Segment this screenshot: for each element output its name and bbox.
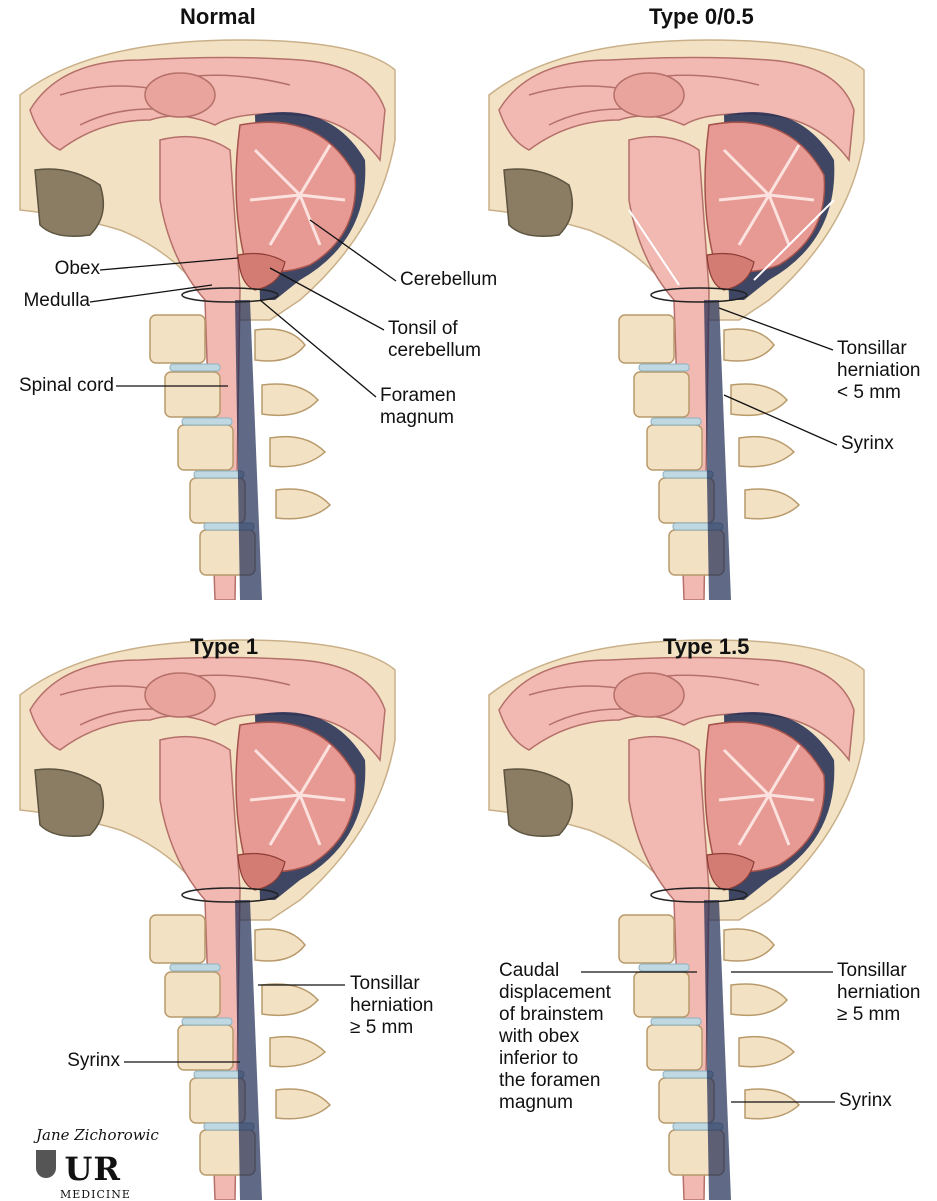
panel-type-1: Type 1 Tonsillar herniation ≥ 5 mm Syrin… <box>0 600 468 1200</box>
label-herniation-ge5: Tonsillar herniation ≥ 5 mm <box>837 960 921 1025</box>
label-syrinx: Syrinx <box>841 433 894 454</box>
panel-type-0-05: Type 0/0.5 Tonsillar herniation < 5 mm S… <box>469 0 937 600</box>
panel-type-1-5: Type 1.5 Caudal displacement of brainste… <box>469 600 937 1200</box>
sagittal-anatomy-illustration <box>488 39 865 600</box>
ur-medicine-crest-icon <box>36 1150 56 1178</box>
label-herniation-lt5: Tonsillar herniation < 5 mm <box>837 338 921 403</box>
label-obex: Obex <box>54 258 100 279</box>
label-tonsil: Tonsil of cerebellum <box>388 318 481 361</box>
artist-signature: Jane Zichorowic <box>36 1126 159 1144</box>
label-caudal-displacement: Caudal displacement of brainstem with ob… <box>499 960 611 1113</box>
sagittal-anatomy-illustration <box>488 639 865 1200</box>
ur-medicine-logo: UR MEDICINE <box>36 1150 131 1201</box>
label-medulla: Medulla <box>23 290 90 311</box>
label-syrinx: Syrinx <box>67 1050 120 1071</box>
panel-title-normal: Normal <box>180 4 256 29</box>
panel-title-type05: Type 0/0.5 <box>649 4 754 29</box>
panel-normal: Normal Obex Medulla Spinal cord Cerebell… <box>0 0 497 600</box>
label-syrinx: Syrinx <box>839 1090 892 1111</box>
panel-title-type15: Type 1.5 <box>663 634 750 659</box>
logo-letters: UR <box>64 1150 121 1188</box>
logo-subtitle: MEDICINE <box>60 1188 131 1201</box>
sagittal-anatomy-illustration <box>19 639 396 1200</box>
label-cerebellum: Cerebellum <box>400 269 498 290</box>
panel-title-type1: Type 1 <box>190 634 259 659</box>
label-foramen: Foramen magnum <box>380 385 457 428</box>
label-herniation-ge5: Tonsillar herniation ≥ 5 mm <box>350 973 434 1038</box>
label-spinal-cord: Spinal cord <box>18 375 114 396</box>
